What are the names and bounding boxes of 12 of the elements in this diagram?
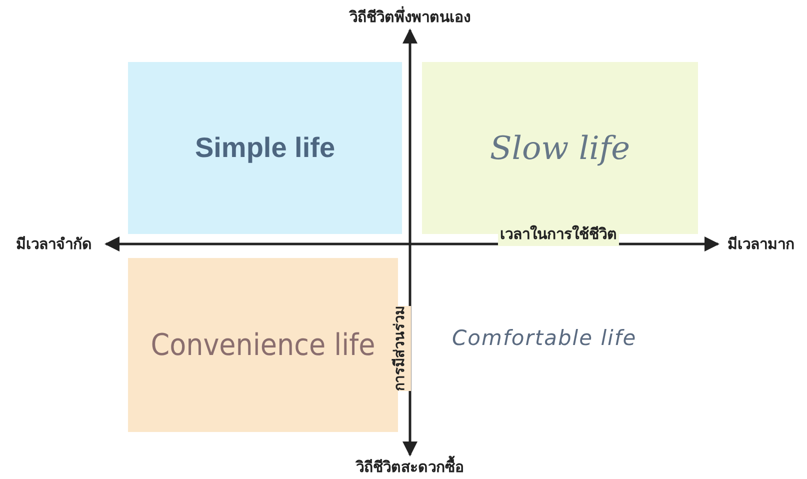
- axis-end-label: มีเวลามาก: [718, 232, 804, 256]
- edge-label: การมีส่วนร่วม: [389, 306, 411, 391]
- axis-end-label: วิถีชีวิตสะดวกซื้อ: [320, 455, 500, 479]
- quadrant-title: Convenience life: [150, 328, 376, 362]
- double-headed-arrow: [402, 28, 418, 456]
- quadrant-title: Slow life: [490, 129, 630, 167]
- quadrant-title: Comfortable life: [452, 326, 637, 350]
- edge-label: เวลาในการใช้ชีวิต: [498, 222, 619, 246]
- quadrant-title: Simple life: [194, 132, 336, 164]
- quadrant-box: [128, 62, 402, 234]
- axis-end-label: วิถีชีวิตพึ่งพาตนเอง: [310, 4, 510, 30]
- axis-end-label: มีเวลาจำกัด: [2, 232, 106, 256]
